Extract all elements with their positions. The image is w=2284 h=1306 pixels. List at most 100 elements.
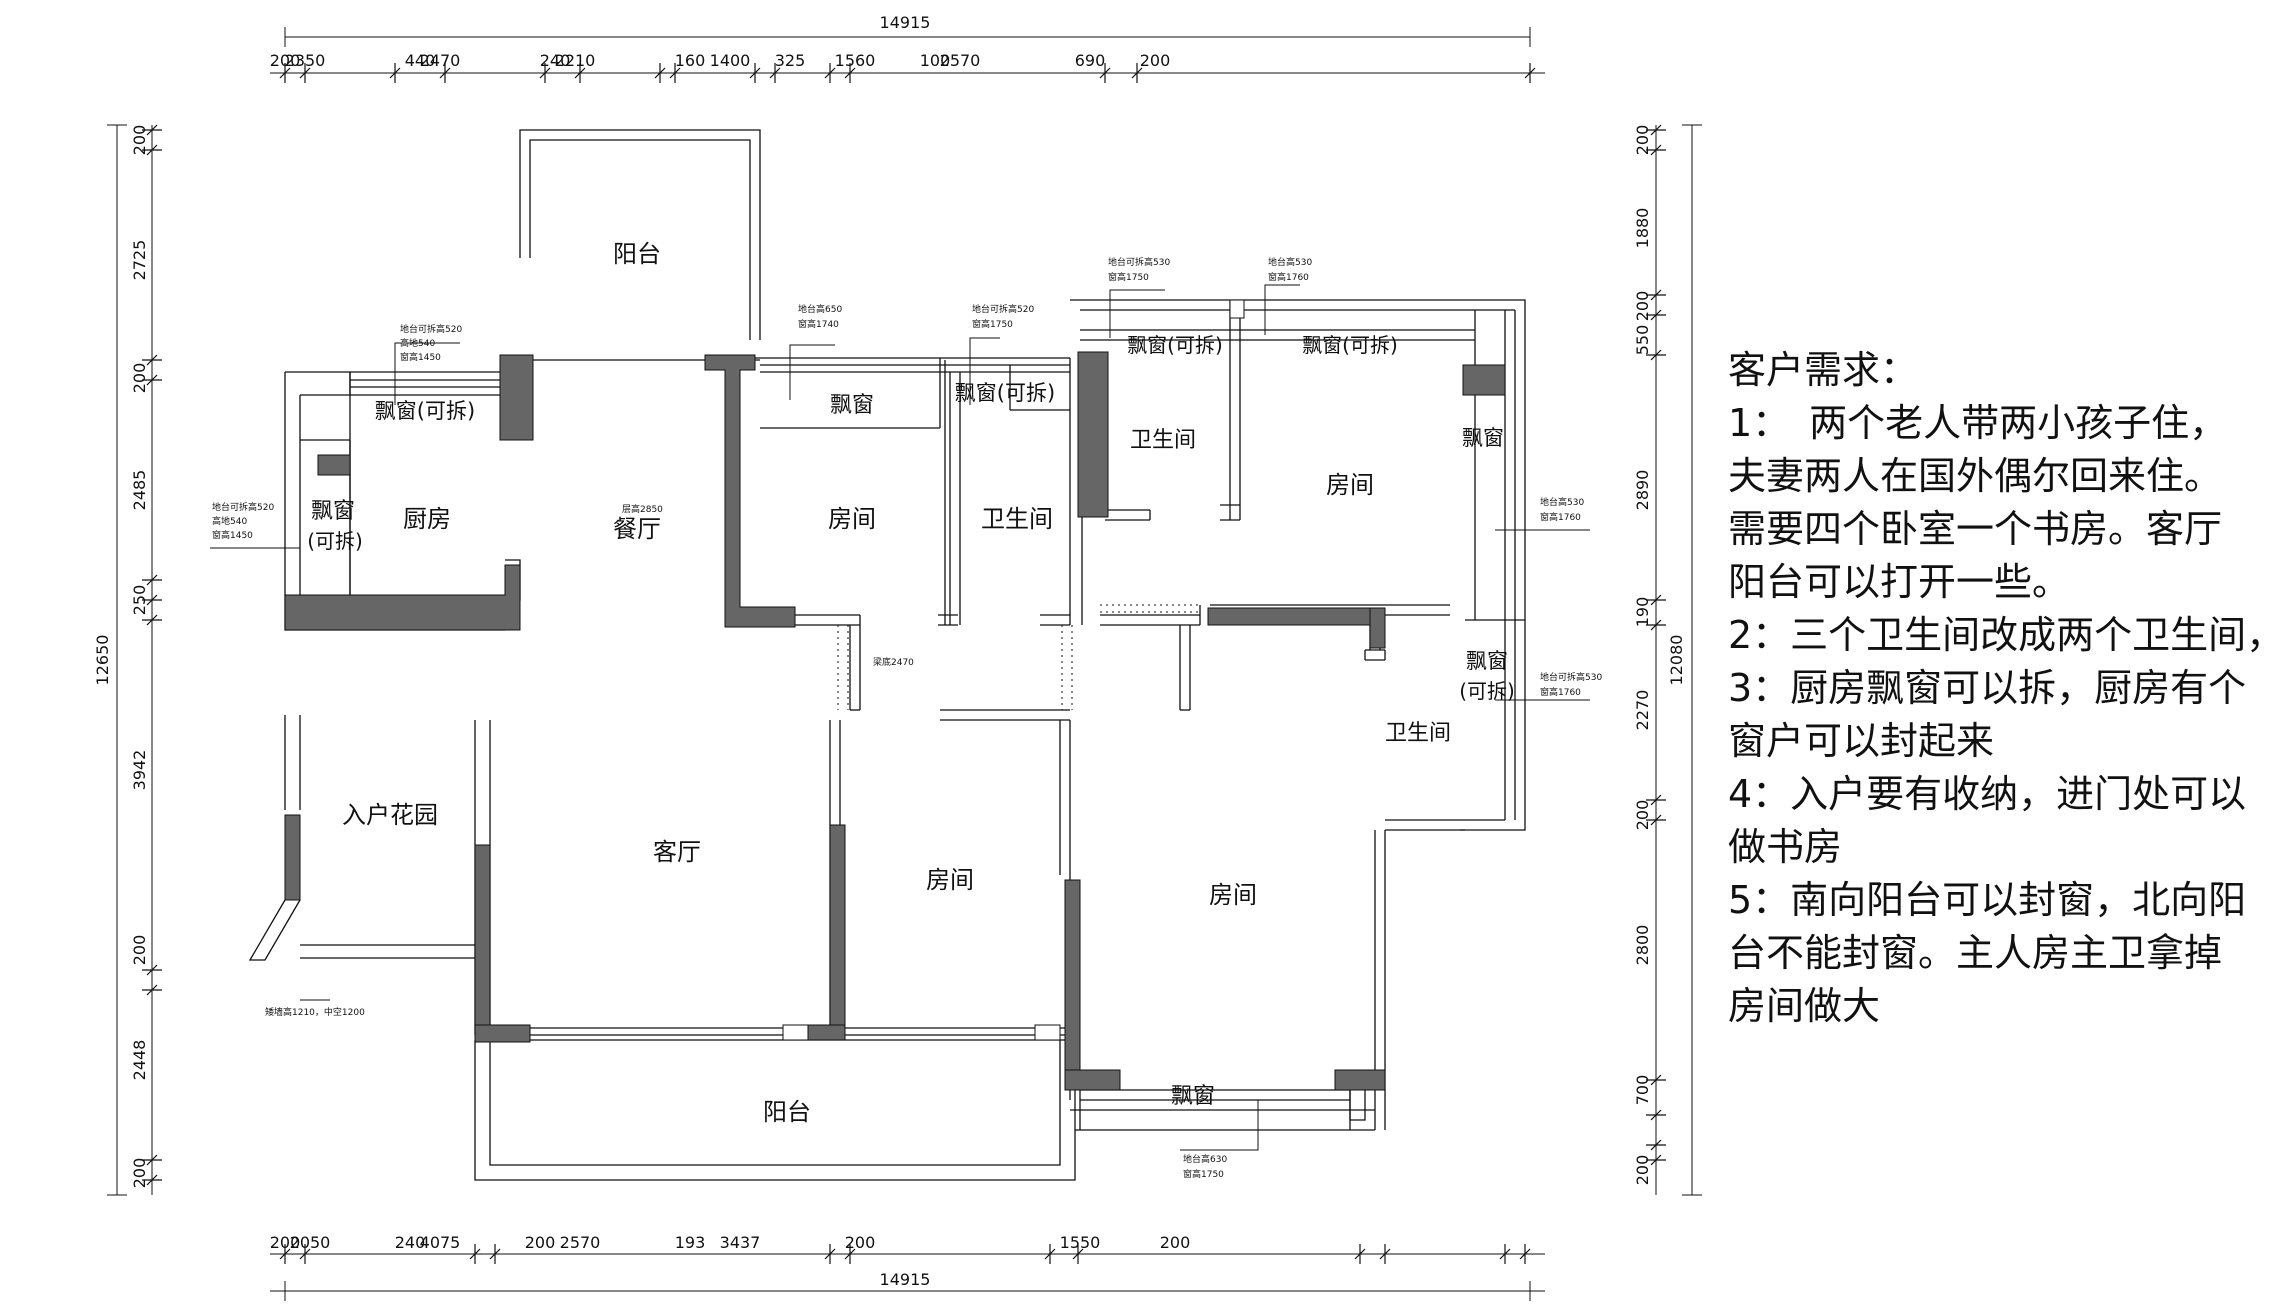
requirement-line-6: 3：厨房飘窗可以拆，厨房有个 xyxy=(1728,666,2247,710)
room-label-16: (可拆) xyxy=(1459,679,1515,703)
dim-left-0: 200 xyxy=(130,125,149,156)
requirement-line-5: 2：三个卫生间改成两个卫生间， xyxy=(1728,613,2284,657)
room-label-20: 房间 xyxy=(926,866,974,894)
dim-bottom-2: 240 xyxy=(395,1233,426,1252)
dim-top-2: 440 xyxy=(405,51,436,70)
note-leaders xyxy=(210,284,1590,1151)
dim-left-total: 12650 xyxy=(93,635,112,686)
room-label-6: 飘窗 xyxy=(1462,426,1504,450)
dim-bottom-5: 2570 xyxy=(560,1233,601,1252)
dim-bottom-0: 200 xyxy=(270,1233,301,1252)
dim-right-0: 200 xyxy=(1633,125,1652,156)
room-label-4: 飘窗(可拆) xyxy=(1127,333,1223,357)
note-label-20: 矮墙高1210，中空1200 xyxy=(265,1006,365,1018)
note-label-21: 地台高630 xyxy=(1183,1153,1227,1165)
requirement-line-1: 1： 两个老人带两小孩子住， xyxy=(1728,401,2228,445)
room-label-5: 飘窗(可拆) xyxy=(1302,333,1398,357)
note-labels: 地台可拆高520 高地540 窗高1450 地台可拆高520 高地540 窗高1450 层高… xyxy=(212,256,1602,1180)
room-labels: 阳台飘窗飘窗(可拆)飘窗(可拆)飘窗(可拆)飘窗(可拆)飘窗飘窗(可拆)厨房餐厅… xyxy=(307,240,1515,1126)
dim-bottom-9: 1550 xyxy=(1060,1233,1101,1252)
dim-right-1: 1880 xyxy=(1633,208,1652,249)
note-label-6: 层高2850 xyxy=(622,503,663,515)
dim-top-1: 2350 xyxy=(285,51,326,70)
room-label-18: 入户花园 xyxy=(342,801,438,829)
dim-left-1: 2725 xyxy=(130,240,149,281)
dim-left-7: 2448 xyxy=(130,1040,149,1081)
dim-top-11: 2570 xyxy=(940,51,981,70)
dim-top-7: 1400 xyxy=(710,51,751,70)
requirement-line-2: 夫妻两人在国外偶尔回来住。 xyxy=(1728,454,2223,498)
room-label-23: 飘窗 xyxy=(1171,1084,1215,1109)
note-label-5: 窗高1450 xyxy=(212,529,253,541)
dim-bottom-total: 14915 xyxy=(880,1270,931,1289)
dim-left-5: 3942 xyxy=(130,750,149,791)
room-label-10: 餐厅 xyxy=(613,515,661,543)
room-label-8: (可拆) xyxy=(307,529,363,553)
room-label-17: 卫生间 xyxy=(1385,721,1451,746)
note-label-13: 地台高530 xyxy=(1268,256,1312,268)
dim-top-9: 1560 xyxy=(835,51,876,70)
dim-bottom-3: 4075 xyxy=(420,1233,461,1252)
dim-top-5: 2210 xyxy=(555,51,596,70)
dimension-lines xyxy=(107,27,1702,1301)
room-label-1: 飘窗 xyxy=(830,393,874,418)
dim-left-8: 200 xyxy=(130,1158,149,1189)
note-label-12: 窗高1750 xyxy=(1108,271,1149,283)
note-label-10: 窗高1750 xyxy=(972,318,1013,330)
note-label-1: 高地540 xyxy=(400,337,435,349)
room-label-11: 房间 xyxy=(828,505,876,533)
dim-left-2: 200 xyxy=(130,363,149,394)
dim-top-10: 100 xyxy=(920,51,951,70)
requirement-line-12: 房间做大 xyxy=(1728,984,1881,1028)
dim-right-8: 2800 xyxy=(1633,925,1652,966)
room-label-0: 阳台 xyxy=(613,240,661,268)
note-label-9: 地台可拆高520 xyxy=(972,303,1034,315)
note-label-14: 窗高1760 xyxy=(1268,271,1309,283)
room-label-7: 飘窗 xyxy=(311,499,355,524)
dim-right-9: 700 xyxy=(1633,1075,1652,1106)
dim-bottom-6: 193 xyxy=(675,1233,706,1252)
note-label-18: 地台可拆高530 xyxy=(1540,671,1602,683)
room-label-15: 飘窗 xyxy=(1466,649,1508,673)
requirement-line-3: 需要四个卧室一个书房。客厅 xyxy=(1728,507,2223,551)
dim-right-4: 2890 xyxy=(1633,470,1652,511)
dim-right-total: 12080 xyxy=(1667,635,1686,686)
note-label-2: 窗高1450 xyxy=(400,351,441,363)
room-label-9: 厨房 xyxy=(403,505,451,533)
dim-right-5: 190 xyxy=(1633,597,1652,628)
dim-bottom-7: 3437 xyxy=(720,1233,761,1252)
note-label-8: 窗高1740 xyxy=(798,318,839,330)
room-label-13: 卫生间 xyxy=(1130,428,1196,453)
requirement-line-10: 5：南向阳台可以封窗，北向阳 xyxy=(1728,878,2247,922)
dim-bottom-8: 200 xyxy=(845,1233,876,1252)
note-label-7: 地台高650 xyxy=(798,303,842,315)
requirement-line-4: 阳台可以打开一些。 xyxy=(1728,560,2071,604)
door-openings xyxy=(837,604,1200,710)
room-label-2: 飘窗(可拆) xyxy=(375,399,475,423)
room-label-14: 房间 xyxy=(1326,471,1374,499)
dim-top-total: 14915 xyxy=(880,13,931,32)
requirement-line-8: 4：入户要有收纳，进门处可以 xyxy=(1728,772,2247,816)
dimension-ticks xyxy=(142,63,1666,1264)
client-requirements: 客户需求：1： 两个老人带两小孩子住，夫妻两人在国外偶尔回来住。需要四个卧室一个… xyxy=(1728,344,2284,1033)
requirement-line-9: 做书房 xyxy=(1728,825,1843,869)
floor-plan: 1491520023504402470240221016014003251560… xyxy=(93,13,1702,1301)
dim-left-6: 200 xyxy=(130,935,149,966)
dim-left-3: 2485 xyxy=(130,470,149,511)
dim-bottom-4: 200 xyxy=(525,1233,556,1252)
dim-right-7: 200 xyxy=(1633,800,1652,831)
note-label-17: 梁底2470 xyxy=(873,656,914,668)
room-label-19: 客厅 xyxy=(653,838,701,866)
dim-top-4: 240 xyxy=(540,51,571,70)
note-label-4: 高地540 xyxy=(212,515,247,527)
dim-top-3: 2470 xyxy=(420,51,461,70)
room-label-22: 阳台 xyxy=(763,1098,811,1126)
dim-right-10: 200 xyxy=(1633,1155,1652,1186)
dim-top-0: 200 xyxy=(270,51,301,70)
dim-right-6: 2270 xyxy=(1633,690,1652,731)
note-label-0: 地台可拆高520 xyxy=(400,323,462,335)
requirement-line-11: 台不能封窗。主人房主卫拿掉 xyxy=(1728,931,2223,975)
note-label-19: 窗高1760 xyxy=(1540,686,1581,698)
note-label-22: 窗高1750 xyxy=(1183,1168,1224,1180)
